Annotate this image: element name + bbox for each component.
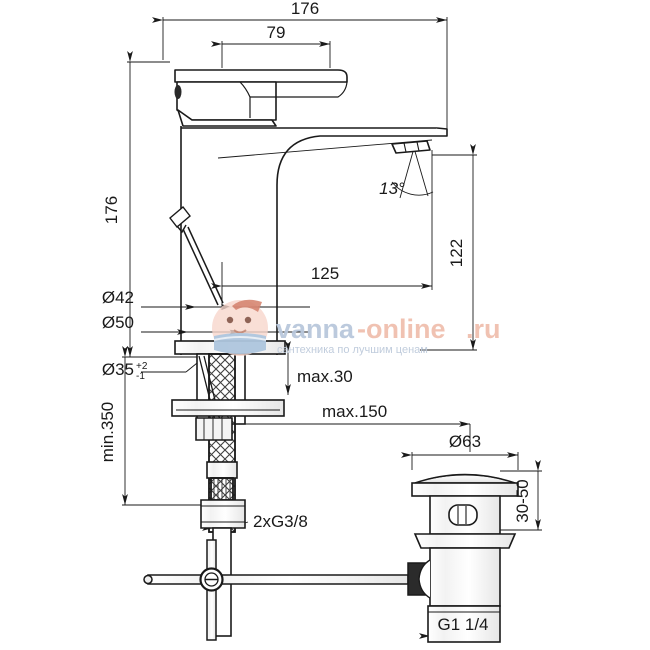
label-spout-reach: 125 [311,264,339,283]
faucet-base-mount [171,340,286,637]
label-hole-tol-lower: -1 [136,371,145,382]
faucet-body [174,69,448,355]
label-overall-height: 176 [102,196,121,224]
label-waste-thread: G1 1/4 [437,615,488,634]
pop-up-lift-rod [169,205,224,306]
label-min-hose: min.350 [98,402,117,462]
label-spout-height: 122 [447,239,466,267]
pop-up-rod-assembly [143,539,453,641]
pop-up-waste [411,473,519,643]
watermark-word-1: vanna [276,314,355,344]
label-waste-height-range: 30-50 [513,479,532,522]
label-spout-angle: 13° [379,179,405,198]
label-hole-dia: Ø35 [102,360,134,379]
dimension-labels: 176 79 176 min.350 125 122 13° Ø42 Ø50 Ø… [98,0,532,634]
label-collar-dia: Ø42 [102,288,134,307]
watermark-word-3: .ru [466,314,501,344]
label-overall-width: 176 [291,0,319,18]
label-base-dia: Ø50 [102,313,134,332]
label-connection-thread: 2xG3/8 [253,512,308,531]
watermark-word-2: -online [357,314,446,344]
label-waste-cap-dia: Ø63 [449,432,481,451]
label-handle-width: 79 [267,23,286,42]
watermark-tagline: сантехника по лучшим ценам [277,344,428,356]
label-max-rod-distance: max.150 [322,402,387,421]
label-hole-tol-upper: +2 [136,361,148,372]
watermark-logo-icon [212,299,268,356]
label-max-thickness: max.30 [297,367,353,386]
watermark: vanna -online .ru сантехника по лучшим ц… [212,299,501,356]
